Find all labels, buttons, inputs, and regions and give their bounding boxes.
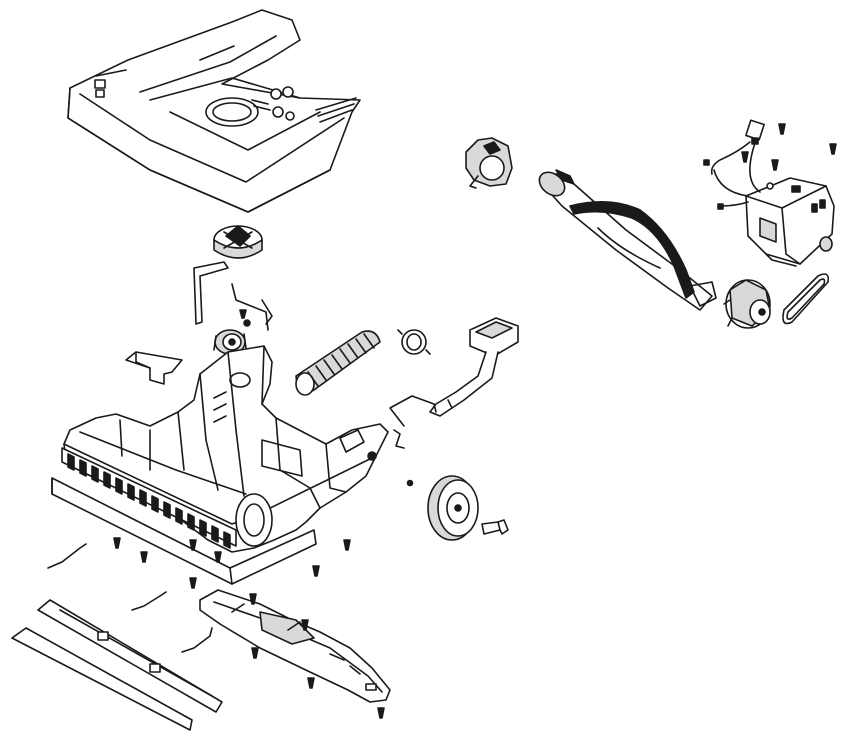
hood-cover bbox=[67, 9, 361, 213]
motor bbox=[723, 279, 771, 329]
flex-hose bbox=[295, 330, 381, 396]
wire-link bbox=[389, 395, 437, 449]
hose-clamp bbox=[397, 329, 431, 355]
bumper-strip bbox=[51, 477, 317, 585]
brush-strip bbox=[61, 447, 237, 549]
screws bbox=[113, 123, 837, 719]
wire-handle-bracket bbox=[193, 261, 273, 331]
brush-roll bbox=[538, 169, 717, 311]
pedal-lever bbox=[429, 317, 519, 417]
bottom-plate bbox=[199, 589, 391, 703]
clip-bracket bbox=[125, 351, 183, 385]
wire-springs bbox=[11, 543, 223, 731]
drive-belt bbox=[782, 273, 830, 325]
wire-harness bbox=[703, 119, 774, 210]
switch-box bbox=[745, 177, 835, 267]
end-cap bbox=[465, 137, 513, 189]
axle bbox=[406, 479, 509, 535]
wheel bbox=[427, 475, 479, 541]
fan-cup bbox=[213, 225, 263, 259]
